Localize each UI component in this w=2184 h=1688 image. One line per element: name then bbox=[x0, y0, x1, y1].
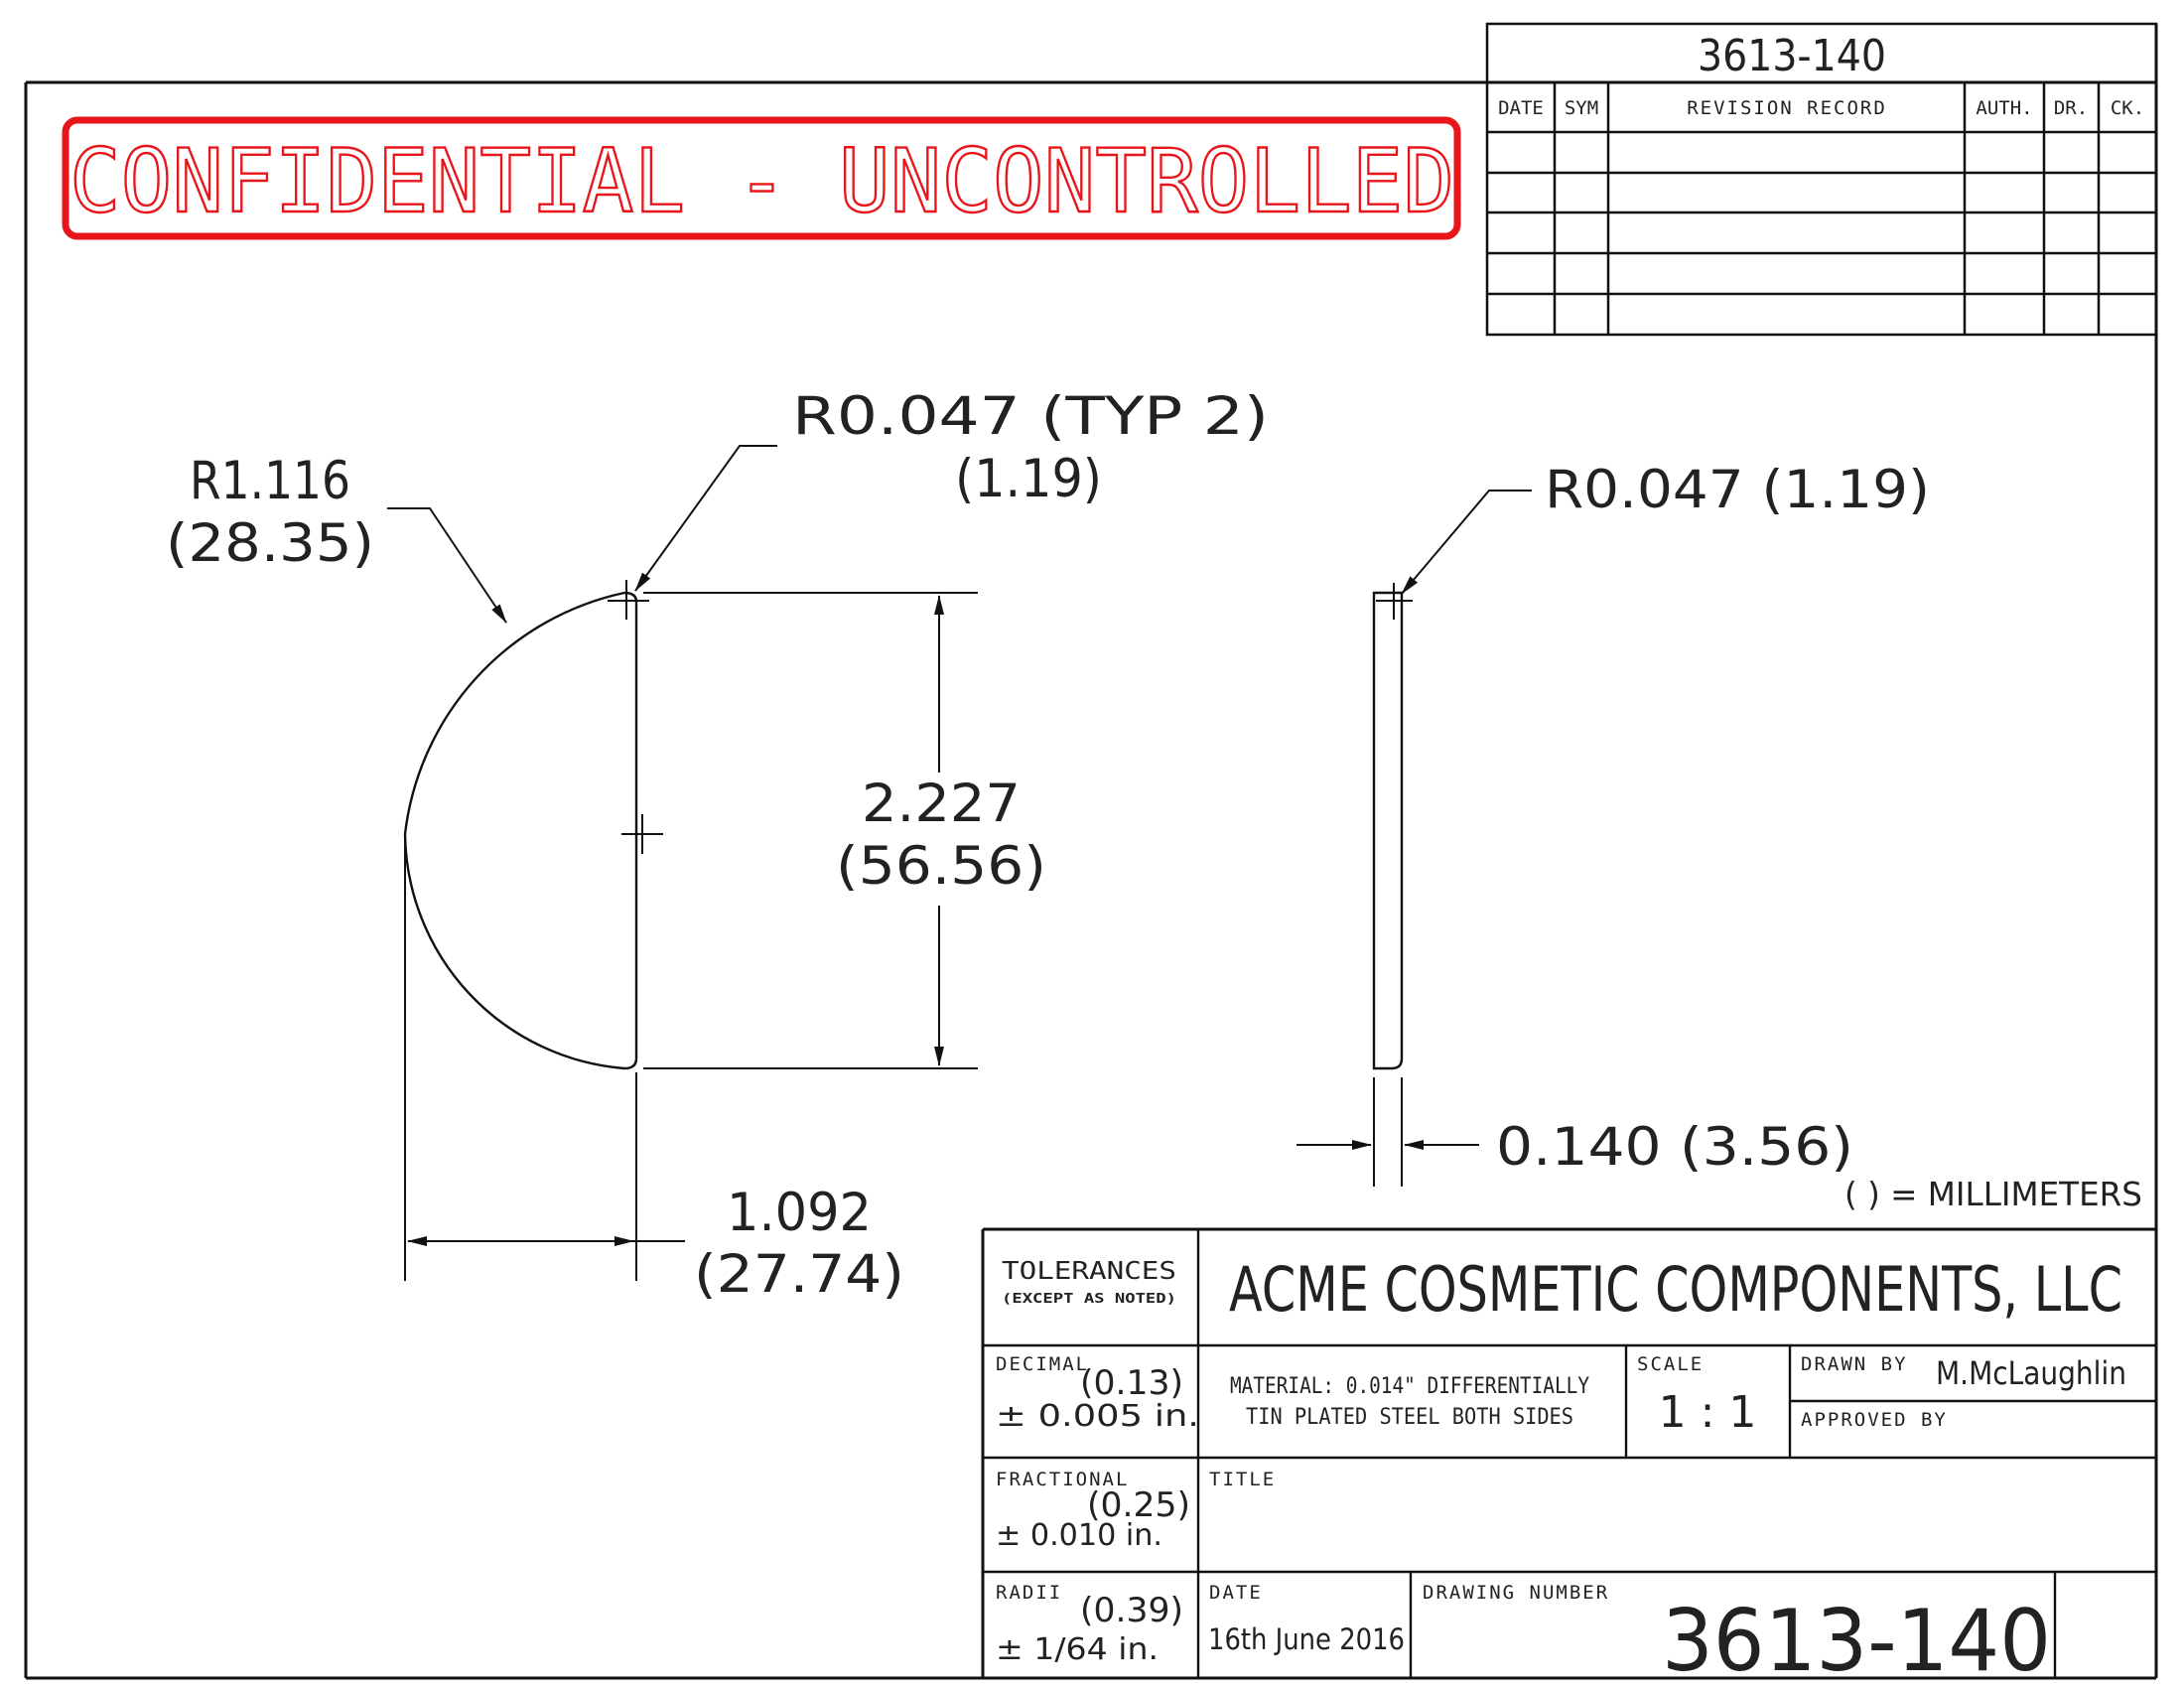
confidential-stamp: CONFIDENTIAL - UNCONTROLLED bbox=[62, 116, 1461, 240]
drawn-by-value: M.McLaughlin bbox=[1936, 1354, 2126, 1392]
title-label: TITLE bbox=[1209, 1469, 1276, 1490]
dim-width-inch: 1.092 bbox=[727, 1183, 872, 1243]
fractional-value: ± 0.010 in. bbox=[996, 1518, 1162, 1553]
fractional-label: FRACTIONAL bbox=[996, 1469, 1129, 1490]
confidential-stamp-text: CONFIDENTIAL - UNCONTROLLED bbox=[69, 130, 1454, 232]
revision-col-record: REVISION RECORD bbox=[1687, 97, 1887, 119]
fractional-mm: (0.25) bbox=[1087, 1485, 1190, 1525]
dim-arc-radius-inch: R1.116 bbox=[190, 451, 350, 511]
tolerances-label: TOLERANCES bbox=[1002, 1256, 1176, 1285]
drawn-by-label: DRAWN BY bbox=[1801, 1353, 1908, 1375]
revision-col-ck: CK. bbox=[2111, 97, 2144, 119]
decimal-label: DECIMAL bbox=[996, 1353, 1089, 1375]
dim-corner-radius-inch: R0.047 (TYP 2) bbox=[792, 386, 1269, 447]
scale-label: SCALE bbox=[1637, 1353, 1704, 1375]
drawing-number-label: DRAWING NUMBER bbox=[1423, 1582, 1609, 1604]
date-label: DATE bbox=[1209, 1582, 1263, 1604]
dim-width-mm: (27.74) bbox=[694, 1244, 904, 1305]
material-line-1: MATERIAL: 0.014" DIFFERENTIALLY bbox=[1230, 1374, 1589, 1399]
side-view-part bbox=[1372, 591, 1404, 1070]
title-block: TOLERANCES (EXCEPT AS NOTED) ACME COSMET… bbox=[981, 1227, 2156, 1688]
revision-drawing-number: 3613-140 bbox=[1698, 31, 1886, 81]
radii-mm: (0.39) bbox=[1080, 1591, 1183, 1630]
radii-value: ± 1/64 in. bbox=[996, 1632, 1159, 1667]
approved-by-label: APPROVED BY bbox=[1801, 1409, 1948, 1431]
except-as-noted-label: (EXCEPT AS NOTED) bbox=[1002, 1292, 1176, 1307]
side-view-dimension-lines bbox=[1297, 490, 1532, 1187]
decimal-value: ± 0.005 in. bbox=[996, 1399, 1199, 1434]
front-view-part bbox=[403, 591, 638, 1070]
revision-col-sym: SYM bbox=[1565, 97, 1598, 119]
dim-arc-radius-mm: (28.35) bbox=[166, 513, 374, 574]
radii-label: RADII bbox=[996, 1582, 1062, 1604]
revision-block: 3613-140 DATE SYM REVISION RECORD AUTH. … bbox=[1485, 22, 2158, 337]
decimal-mm: (0.13) bbox=[1080, 1363, 1183, 1403]
dim-corner-radius-mm: (1.19) bbox=[955, 449, 1102, 509]
dim-height-inch: 2.227 bbox=[862, 774, 1021, 834]
side-view-mark bbox=[1376, 583, 1413, 620]
company-name: ACME COSMETIC COMPONENTS, LLC bbox=[1229, 1253, 2122, 1326]
dim-thickness: 0.140 (3.56) bbox=[1496, 1117, 1853, 1178]
units-note: ( ) = MILLIMETERS bbox=[1844, 1175, 2142, 1213]
dim-side-radius: R0.047 (1.19) bbox=[1545, 460, 1930, 520]
dim-height-mm: (56.56) bbox=[836, 836, 1046, 897]
revision-col-auth: AUTH. bbox=[1976, 97, 2032, 119]
scale-value: 1 : 1 bbox=[1659, 1387, 1757, 1438]
revision-col-dr: DR. bbox=[2054, 97, 2088, 119]
date-value: 16th June 2016 bbox=[1208, 1622, 1405, 1656]
drawing-number: 3613-140 bbox=[1662, 1592, 2051, 1688]
material-line-2: TIN PLATED STEEL BOTH SIDES bbox=[1246, 1405, 1573, 1430]
center-mark bbox=[608, 580, 663, 854]
revision-col-date: DATE bbox=[1498, 97, 1544, 119]
front-view-dimension-lines bbox=[387, 445, 978, 1281]
